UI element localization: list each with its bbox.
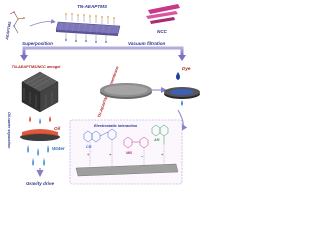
separation-device [20,116,60,166]
silane-label: AEAPTMS [5,21,12,41]
svg-text:+: + [161,152,164,157]
mechanism-label: Electrostatic interaction [94,124,138,128]
membrane-disk [100,83,152,99]
oil-label: Oil [54,126,61,131]
mechanism-panel: + + − + [69,119,183,185]
superposition-label: Superposition [22,41,53,46]
water-label: Water [52,146,65,151]
svg-text:+: + [109,152,112,157]
aerogel-stack [21,71,59,113]
dye-name-cr: CR [86,145,92,149]
dye-label: Dye [182,66,191,71]
vacuum-filtration-label: Vacuum filtration [128,41,166,46]
zoom-arrow [177,109,188,131]
gravity-label: Gravity drive [26,181,55,186]
diagram-canvas: AEAPTMS TN-AEAPTMS [4,4,200,186]
separation-label: Oil-water separation [7,112,11,149]
dye-name-ar: AR [153,138,160,142]
aerogel-label: TN-AEAPTMS/NCC aerogel [12,65,62,69]
material-label: TN-AEAPTMS [77,4,108,9]
dye-name-mb: MB [126,151,132,155]
aeaptms-molecule [9,11,25,34]
svg-text:+: + [87,152,90,157]
ncc-label: NCC [157,29,168,34]
schematic-diagram: AEAPTMS TN-AEAPTMS [5,4,200,186]
svg-text:−: − [141,154,144,159]
ncc-rods [146,4,180,24]
grafting-arrow [29,18,56,27]
process-bracket [20,38,186,61]
dye-filter [164,72,200,106]
tn-aeaptms-sheet [55,13,121,43]
